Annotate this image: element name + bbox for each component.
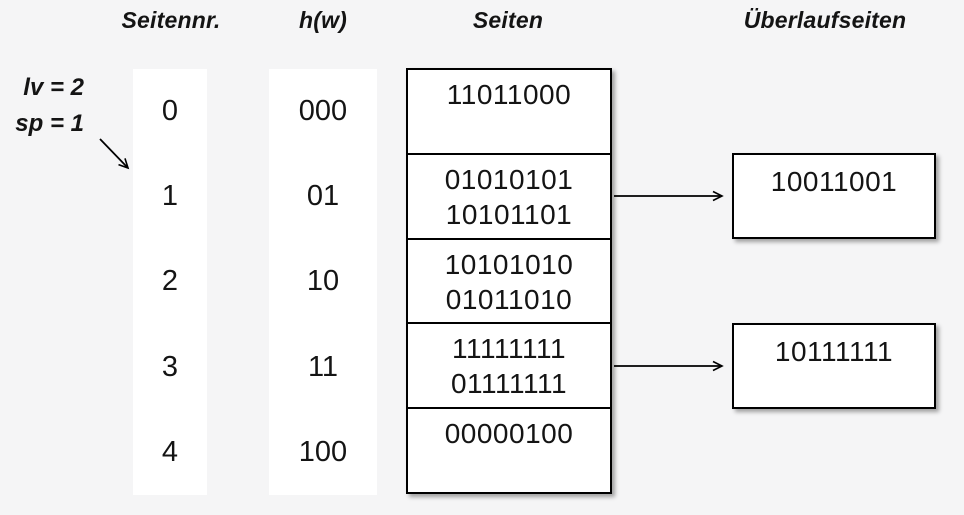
pages-table: 11011000 01010101 10101101 10101010 0101… [406, 68, 612, 494]
hw-0: 000 [298, 95, 348, 127]
page-row-3: 11111111 01111111 [408, 322, 610, 407]
header-seiten: Seiten [472, 7, 544, 33]
page-2-value-0: 10101010 [444, 248, 574, 280]
seitennr-3: 3 [161, 351, 179, 383]
overflow-page-row-1: 10011001 [732, 153, 936, 239]
page-0-value-0: 11011000 [446, 79, 572, 110]
seitennr-2: 2 [161, 265, 179, 297]
page-row-2: 10101010 01011010 [408, 237, 610, 323]
header-hw: h(w) [298, 7, 348, 33]
page-3-value-1: 01111111 [450, 368, 568, 400]
page-3-value-0: 11111111 [451, 333, 567, 365]
page-4-value-0: 00000100 [444, 418, 574, 450]
hw-2: 10 [306, 265, 340, 297]
page-1-value-1: 10101101 [445, 198, 573, 230]
overflow-page-row-3: 10111111 [732, 323, 936, 409]
hw-4: 100 [298, 436, 348, 468]
annotation-lv: lv = 2 [23, 74, 84, 101]
hw-3: 11 [307, 351, 339, 383]
hw-column-strip [269, 69, 377, 495]
annotation-sp: sp = 1 [15, 110, 84, 137]
page-1-value-0: 01010101 [444, 163, 574, 195]
page-2-value-1: 01011010 [445, 283, 573, 315]
overflow-1-value: 10011001 [770, 166, 898, 197]
seitennr-0: 0 [161, 95, 179, 127]
page-row-0: 11011000 [408, 70, 610, 153]
state-annotation: lv = 2 sp = 1 [4, 70, 84, 142]
page-row-4: 00000100 [408, 407, 610, 492]
seitennr-1: 1 [161, 180, 179, 212]
seitennr-column-strip [133, 69, 207, 495]
seitennr-4: 4 [161, 436, 179, 468]
arrow-annotation-to-row1-icon [99, 138, 130, 170]
header-seitennr: Seitennr. [121, 7, 221, 33]
overflow-3-value: 10111111 [774, 336, 894, 367]
header-ueberlaufseiten: Überlaufseiten [743, 7, 907, 33]
hw-1: 01 [306, 180, 340, 212]
page-row-1: 01010101 10101101 [408, 152, 610, 238]
